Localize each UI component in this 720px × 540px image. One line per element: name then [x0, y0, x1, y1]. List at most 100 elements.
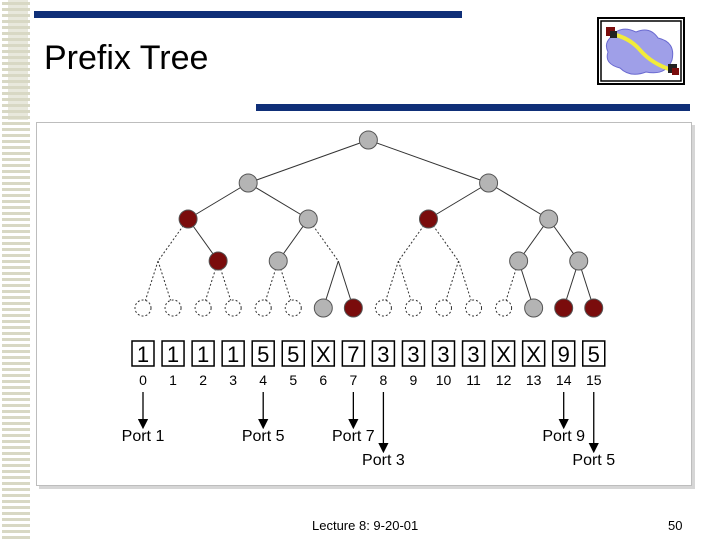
- table-index: 9: [410, 372, 418, 388]
- table-index: 1: [169, 372, 177, 388]
- tree-edge: [488, 182, 549, 220]
- table-cell: [491, 340, 516, 367]
- stripe: [2, 326, 30, 329]
- stripe: [2, 410, 30, 413]
- tree-node: [524, 298, 544, 318]
- stripe: [2, 404, 30, 407]
- table-cell: [401, 340, 426, 367]
- tree-edge: [248, 139, 369, 184]
- stripe: [2, 266, 30, 269]
- stripe: [2, 380, 30, 383]
- table-index: 2: [199, 372, 207, 388]
- table-cell-value: 3: [407, 342, 419, 367]
- stripe: [2, 290, 30, 293]
- prefix-node: [178, 209, 198, 229]
- table-index: 8: [380, 372, 388, 388]
- table-cell-value: 1: [137, 342, 149, 367]
- stripe: [2, 356, 30, 359]
- tree-edge: [247, 182, 309, 220]
- empty-node: [134, 299, 152, 317]
- stripe: [2, 332, 30, 335]
- empty-node: [404, 299, 422, 317]
- stripe: [2, 308, 30, 311]
- empty-node: [224, 299, 242, 317]
- stripe: [2, 470, 30, 473]
- stripe: [2, 302, 30, 305]
- table-cell: [521, 340, 546, 367]
- port-label: Port 1: [122, 428, 165, 445]
- stripe: [2, 524, 30, 527]
- stripe: [2, 482, 30, 485]
- empty-node: [495, 299, 513, 317]
- stripe: [2, 518, 30, 521]
- table-index: 4: [259, 372, 267, 388]
- tree-node: [479, 173, 499, 193]
- table-cell-value: X: [496, 342, 511, 367]
- table-cell: [551, 340, 576, 367]
- table-cell-value: 1: [197, 342, 209, 367]
- stripe: [2, 422, 30, 425]
- stripe: [2, 446, 30, 449]
- stripe: [2, 452, 30, 455]
- stripe: [2, 416, 30, 419]
- tree-node: [238, 173, 258, 193]
- footer-text: Lecture 8: 9-20-01: [312, 518, 419, 533]
- stripe: [2, 314, 30, 317]
- empty-node: [465, 299, 483, 317]
- stripe: [2, 368, 30, 371]
- table-cell-value: 3: [467, 342, 479, 367]
- empty-node: [284, 299, 302, 317]
- stripe: [2, 128, 30, 131]
- stripe: [2, 536, 30, 539]
- stripe: [2, 188, 30, 191]
- table-index: 15: [586, 372, 602, 388]
- tree-edge: [187, 182, 249, 220]
- port-label: Port 5: [242, 428, 285, 445]
- stripe: [2, 224, 30, 227]
- stripe: [2, 230, 30, 233]
- table-cell: [461, 340, 486, 367]
- stripe: [2, 182, 30, 185]
- tree-edge: [443, 260, 460, 309]
- table-index: 12: [496, 372, 512, 388]
- slide-title: Prefix Tree: [44, 39, 209, 77]
- table-cell-value: 5: [287, 342, 299, 367]
- table-cell-value: 5: [588, 342, 600, 367]
- tree-node: [509, 251, 529, 271]
- stripe: [2, 506, 30, 509]
- tree-node: [313, 298, 333, 318]
- stripe: [2, 488, 30, 491]
- empty-node: [164, 299, 182, 317]
- stripe: [2, 194, 30, 197]
- stripe: [2, 512, 30, 515]
- stripe: [2, 206, 30, 209]
- tree-nodes: [134, 130, 604, 318]
- stripe: [2, 146, 30, 149]
- table-cell: [311, 340, 336, 367]
- prefix-node: [343, 298, 363, 318]
- stripe: [2, 248, 30, 251]
- table-cell-value: X: [316, 342, 331, 367]
- prefix-node: [584, 298, 604, 318]
- table-cell: [161, 340, 185, 367]
- stripe: [2, 278, 30, 281]
- stripe: [2, 362, 30, 365]
- stripe: [2, 434, 30, 437]
- stripe: [2, 218, 30, 221]
- top-accent-bar: [34, 11, 462, 18]
- port-label: Port 7: [332, 428, 375, 445]
- table-cell: [371, 340, 396, 367]
- table-index: 11: [466, 372, 481, 388]
- stripe: [2, 140, 30, 143]
- title-accent-bar: [256, 104, 690, 111]
- table-cell-value: 5: [257, 342, 269, 367]
- table-index: 6: [319, 372, 327, 388]
- stripe: [2, 200, 30, 203]
- prefix-node: [554, 298, 574, 318]
- stripe: [2, 494, 30, 497]
- stripe: [2, 500, 30, 503]
- table-cell-value: 1: [227, 342, 239, 367]
- network-path-icon: [597, 17, 685, 85]
